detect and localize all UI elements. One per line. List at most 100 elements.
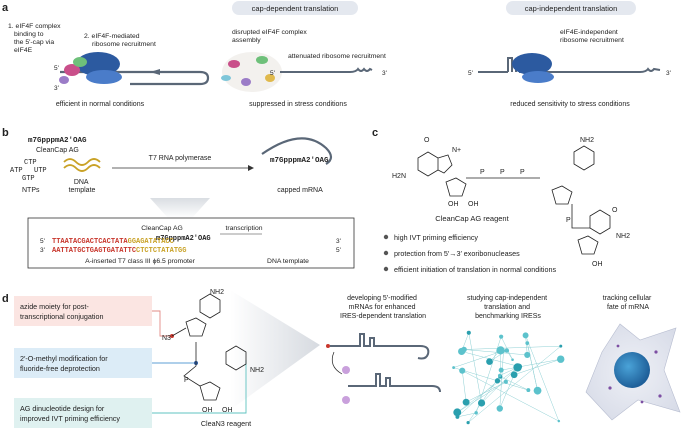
label-eif4f-binding: 1. eIF4F complex binding to the 5'-cap v… [8, 23, 62, 54]
atom-oh-d2: OH [222, 407, 233, 414]
atom-oh-2: OH [468, 201, 479, 208]
network-node [559, 344, 563, 348]
box-azide [14, 296, 152, 326]
clean3-reagent-label: CleaN3 reagent [201, 419, 251, 428]
cleancap-structure [417, 145, 611, 255]
network-node [525, 341, 530, 346]
phosphate-link [571, 204, 590, 229]
ag-connector [152, 360, 247, 414]
network-edge [453, 350, 504, 368]
network-node [462, 398, 470, 406]
three-prime-left: 3' [54, 85, 59, 92]
five-prime-left: 5' [54, 65, 59, 72]
panel-b-letter: b [2, 127, 9, 139]
bullet-2: protection from 5′→3′ exoribonucleases [394, 249, 520, 258]
network-edge [514, 358, 561, 376]
clean3-structure [171, 293, 247, 401]
box-transcription-label: transcription [225, 225, 262, 232]
factor-free [221, 75, 231, 81]
mrna-strand-mid [280, 67, 373, 73]
caption-reduced: reduced sensitivity to stress conditions [510, 101, 630, 108]
label-disrupted-assembly: disrupted eIF4F complex assembly [232, 29, 309, 44]
network-edge [457, 380, 498, 418]
app-tracking-fate: tracking cellular fate of mRNA [585, 295, 681, 421]
five-prime-right: 5' [468, 70, 473, 77]
network-node [498, 367, 504, 373]
network-node [466, 421, 470, 425]
network-node [452, 366, 456, 369]
dna-template-icon [63, 158, 101, 172]
network-edge [525, 335, 560, 422]
conjugate-dot-1 [342, 366, 350, 374]
enzyme-label: T7 RNA polymerase [149, 155, 212, 162]
network-node [486, 358, 493, 365]
cell-nucleus [614, 352, 650, 388]
box-cap-formula: m7GpppmA2′OAG [156, 235, 211, 243]
box-bottom-5prime: 5' [336, 247, 341, 254]
app3-text: tracking cellular fate of mRNA [603, 295, 654, 311]
mrna-particle [608, 386, 612, 390]
panel-a: a cap-dependent translation cap-independ… [2, 1, 671, 108]
panel-c: c O N+ H2N P P P OH OH NH2 O NH2 P OH Cl… [372, 127, 630, 274]
atom-nplus: N+ [452, 147, 461, 154]
atom-o-guanine: O [612, 207, 618, 214]
box-azide-text: azide moiety for post- transcriptional c… [20, 302, 104, 321]
network-node [557, 419, 561, 423]
guanine-ring [417, 151, 439, 177]
imidazole-ring [437, 154, 453, 174]
cap-name: CleanCap AG [36, 147, 79, 154]
network-edge [453, 367, 529, 391]
mrna-particle [654, 350, 658, 354]
ribose-1 [445, 177, 467, 197]
network-edge [457, 412, 477, 418]
network-node [494, 378, 501, 384]
network-edge [500, 336, 513, 360]
pill-cap-dependent-bg [232, 1, 358, 15]
five-prime-mid: 5' [270, 70, 275, 77]
box-top-3prime: 3' [336, 238, 341, 245]
network-edge [527, 343, 538, 391]
mrna-ires-2 [348, 373, 441, 393]
caption-efficient: efficient in normal conditions [56, 101, 145, 108]
capped-cap-formula: m7GpppmA2′OAG [270, 157, 329, 165]
promoter-label: A-inserted T7 class III ϕ6.5 promoter [85, 258, 196, 265]
network-node [499, 334, 504, 339]
network-node [497, 373, 502, 378]
panel-d-letter: d [2, 293, 9, 305]
ribosome-small-subunit [86, 70, 122, 84]
bullet-dot-2 [383, 250, 389, 256]
network-edge [499, 374, 515, 409]
network-node [496, 346, 505, 355]
network-node [496, 405, 503, 412]
flow-arrow [230, 290, 320, 410]
network-edge [462, 370, 467, 403]
network-edge [462, 370, 559, 422]
network-node [524, 351, 531, 359]
ribose-2 [551, 185, 573, 205]
atom-p4: P [566, 217, 571, 224]
dna-template-label: DNA template [69, 179, 96, 194]
app1-text: developing 5′-modified mRNAs for enhance… [340, 295, 426, 320]
capped-mrna-strand [261, 137, 333, 165]
atom-oh-3: OH [592, 261, 603, 268]
azide-mark-1 [326, 344, 330, 348]
template-label: DNA template [267, 258, 309, 265]
direction-arrow-icon [150, 69, 160, 75]
eif4a-free [265, 74, 275, 82]
atom-oh-d1: OH [202, 407, 213, 414]
atom-p-d: P [184, 377, 189, 384]
guanine-ring-d [225, 345, 247, 371]
network-node [455, 414, 460, 419]
azide-link [171, 327, 187, 337]
top-strand: TTAATACGACTCACTATAGGAGATATACC [52, 238, 174, 246]
ribose-d2 [199, 381, 221, 401]
atom-nh2-adenine: NH2 [580, 137, 594, 144]
eif4e-protein [64, 64, 80, 76]
ntp-list: CTP ATP UTP GTP [10, 159, 51, 183]
panel-b: b m7GpppmA2′OAG CleanCap AG CTP ATP UTP … [2, 127, 355, 269]
atom-p2: P [500, 169, 505, 176]
reagent-label: CleanCap AG reagent [435, 214, 509, 223]
atom-p1: P [480, 169, 485, 176]
pill-cap-independent: cap-independent translation [525, 4, 618, 13]
panel-a-letter: a [2, 2, 9, 14]
